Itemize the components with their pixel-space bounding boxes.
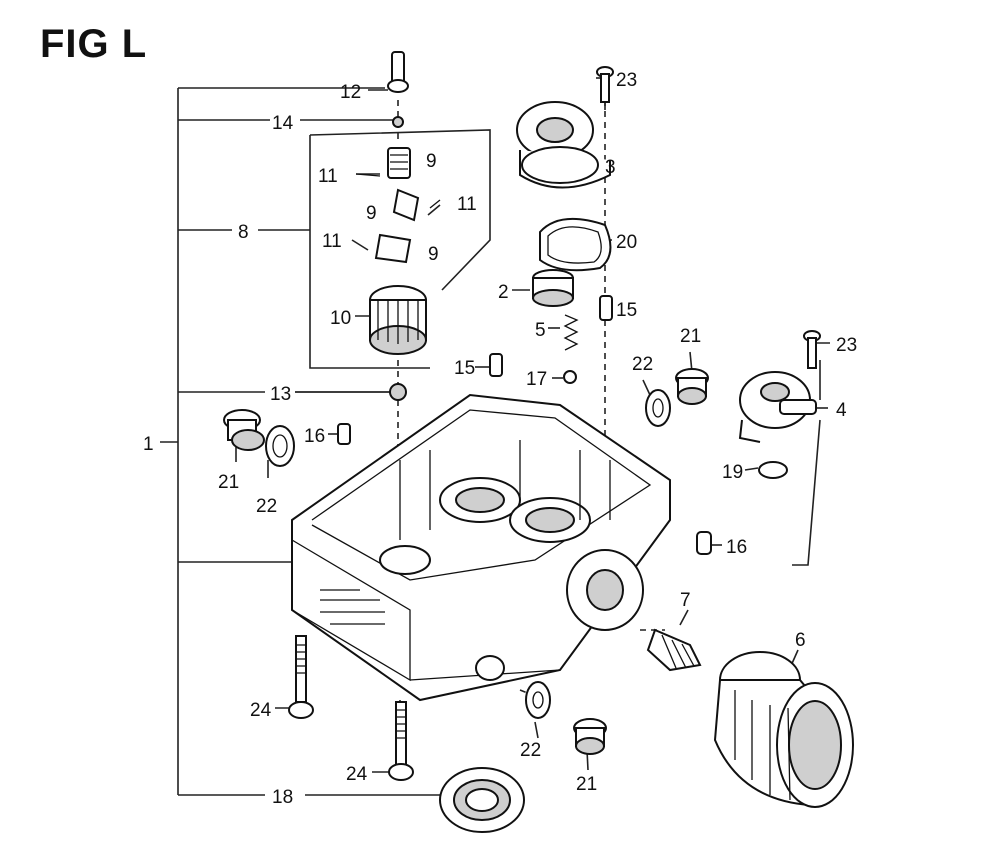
callout-22c: 22 xyxy=(520,740,541,761)
oil-seal-18 xyxy=(439,767,525,833)
callout-9b: 9 xyxy=(366,203,377,224)
callout-16a: 16 xyxy=(304,426,325,447)
callout-22b: 22 xyxy=(632,354,653,375)
oil-pump-3 xyxy=(516,101,611,189)
washer-13 xyxy=(389,383,407,401)
plug-21-bottom xyxy=(573,718,607,755)
callout-1: 1 xyxy=(143,434,154,455)
callout-24a: 24 xyxy=(250,700,272,721)
crankcase-1 xyxy=(291,393,671,702)
callout-11b: 11 xyxy=(457,194,477,215)
callout-21c: 21 xyxy=(576,774,597,795)
callout-10: 10 xyxy=(330,308,351,329)
callout-3: 3 xyxy=(605,157,616,178)
dowel-16-left xyxy=(337,423,351,445)
spring-5 xyxy=(563,314,579,351)
washer-22-right-hole xyxy=(652,398,664,418)
callout-22a: 22 xyxy=(256,496,277,517)
bolt-24-right xyxy=(388,701,414,781)
bolt-24-left xyxy=(288,635,314,719)
gasket-20-inner xyxy=(547,226,602,264)
rotor-2 xyxy=(532,269,574,307)
bolt-12 xyxy=(387,51,409,93)
callout-9a: 9 xyxy=(426,151,437,172)
callout-9c: 9 xyxy=(428,244,439,265)
figure-title: FIG L xyxy=(40,22,148,66)
governor-spring-parts xyxy=(355,147,441,264)
subassembly-8-outline xyxy=(309,129,491,369)
dowel-16-right xyxy=(696,531,712,555)
o-ring-19 xyxy=(758,461,788,479)
bolt-23-right xyxy=(803,330,821,369)
nipple-7 xyxy=(646,628,702,672)
washer-22-right xyxy=(645,389,671,427)
oil-filter-6 xyxy=(713,651,854,808)
callout-24b: 24 xyxy=(346,764,368,785)
callout-23b: 23 xyxy=(836,335,857,356)
dowel-15-right xyxy=(599,295,613,321)
dowel-15-left xyxy=(489,353,503,377)
washer-22-bottom xyxy=(525,681,551,719)
callout-11a: 11 xyxy=(318,166,338,187)
callout-19: 19 xyxy=(722,462,743,483)
callout-16b: 16 xyxy=(726,537,747,558)
callout-21b: 21 xyxy=(680,326,701,347)
plug-21-right xyxy=(675,368,709,405)
callout-15b: 15 xyxy=(616,300,637,321)
callout-17: 17 xyxy=(526,369,547,390)
oil-filter-base-4 xyxy=(738,371,817,443)
gear-10 xyxy=(369,285,427,355)
callout-18: 18 xyxy=(272,787,293,808)
callout-13: 13 xyxy=(270,384,291,405)
callout-labels: 12 14 8 9 11 9 11 11 9 10 13 1 21 22 16 … xyxy=(143,70,857,808)
callout-7: 7 xyxy=(680,590,691,611)
drain-plug-left xyxy=(223,409,295,467)
bolt-23-top xyxy=(596,66,614,103)
callout-4: 4 xyxy=(836,400,847,421)
callout-20: 20 xyxy=(616,232,637,253)
callout-12: 12 xyxy=(340,82,361,103)
callout-14: 14 xyxy=(272,113,294,134)
ball-17 xyxy=(563,370,577,384)
washer-22-bottom-hole xyxy=(532,691,544,709)
callout-11c: 11 xyxy=(322,231,342,252)
callout-23a: 23 xyxy=(616,70,637,91)
callout-6: 6 xyxy=(795,630,806,651)
callout-5: 5 xyxy=(535,320,546,341)
callout-2: 2 xyxy=(498,282,509,303)
callout-8: 8 xyxy=(238,222,249,243)
gasket-20 xyxy=(539,217,612,272)
washer-14 xyxy=(392,116,404,128)
callout-21a: 21 xyxy=(218,472,239,493)
callout-15a: 15 xyxy=(454,358,475,379)
